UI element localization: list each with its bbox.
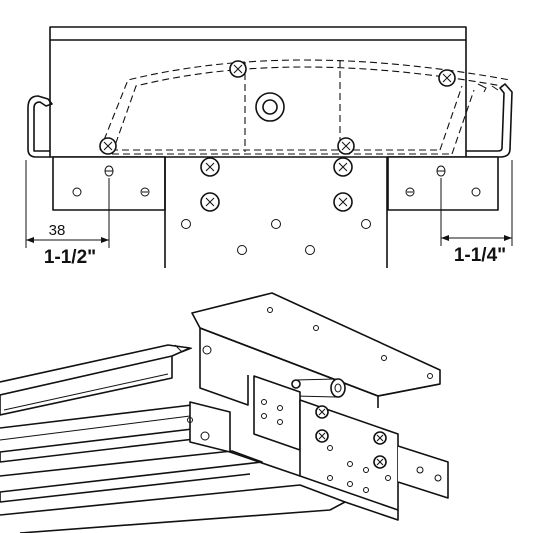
- cover-screw-icon: [438, 69, 456, 87]
- center-bracket-plate: [164, 157, 388, 268]
- left-profile-hook: [27, 95, 53, 158]
- left-metric-label: 38: [49, 222, 66, 239]
- pivot-pin: [294, 378, 346, 398]
- left-dimension: 38 1-1/2": [25, 160, 110, 268]
- cover-screw-icon: [229, 60, 247, 78]
- isometric-view: [0, 292, 449, 533]
- cover-screw-icon: [99, 137, 117, 155]
- plate-screw-icon: [315, 405, 329, 419]
- right-hook-detail: [477, 83, 499, 93]
- right-profile-hook: [466, 83, 513, 158]
- cover-screw-icon: [337, 137, 355, 155]
- bracket-screw-icon: [200, 192, 220, 212]
- housing-block: [191, 292, 441, 408]
- rear-bracket-plate: [253, 375, 301, 451]
- plate-screw-icon: [373, 455, 387, 469]
- right-mounting-tab: [387, 156, 499, 211]
- bracket-screw-icon: [200, 157, 220, 177]
- front-elevation-view: 38 1-1/2" 1-1/4": [25, 26, 513, 268]
- left-imperial-label: 1-1/2": [44, 247, 96, 268]
- center-pivot: [255, 92, 285, 122]
- right-imperial-label: 1-1/4": [454, 245, 506, 266]
- lower-rail-body: [229, 451, 399, 521]
- housing-plate: [49, 26, 467, 158]
- plate-screw-icon: [315, 429, 329, 443]
- bracket-screw-icon: [333, 157, 353, 177]
- rail-end-cap: [187, 401, 231, 453]
- bracket-screw-icon: [333, 192, 353, 212]
- right-dimension: 1-1/4": [440, 160, 513, 266]
- front-bracket-plate: [299, 399, 449, 511]
- plate-screw-icon: [373, 431, 387, 445]
